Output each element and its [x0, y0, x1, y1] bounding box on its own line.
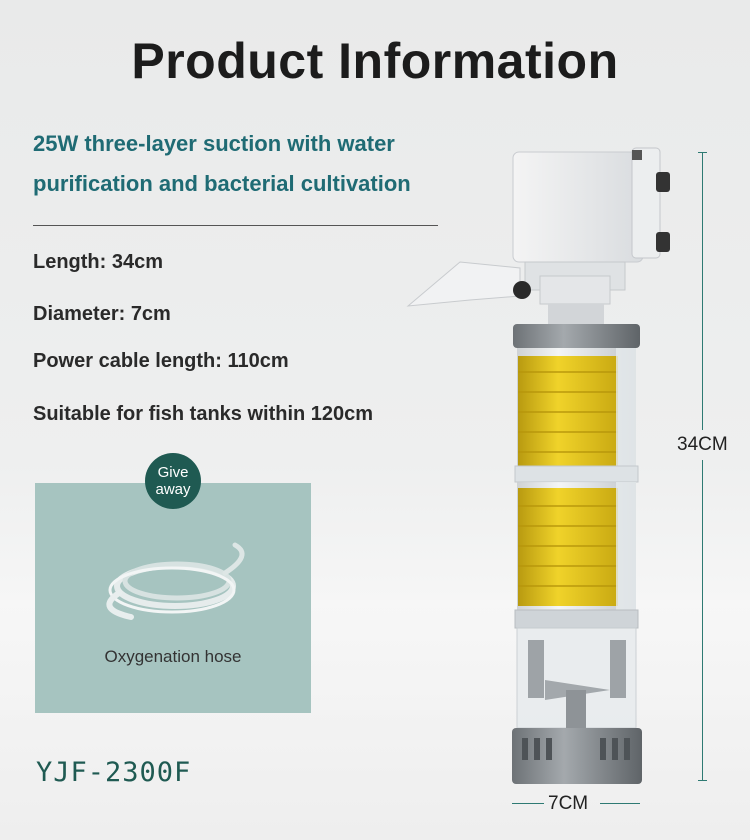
- height-dimension-line: [702, 152, 703, 780]
- diameter-dimension-line-left: [512, 803, 544, 804]
- spec-length: Length: 34cm: [33, 251, 164, 273]
- gift-panel: [35, 483, 311, 713]
- hose-image: [106, 542, 245, 620]
- spec-cable-length: Power cable length: 110cm: [33, 350, 289, 372]
- spec-tank-size: Suitable for fish tanks within 120cm: [33, 403, 374, 425]
- height-dimension-label: 34CM: [675, 430, 730, 460]
- page-title: Product Information: [131, 33, 619, 89]
- description-line-1: 25W three-layer suction with water: [33, 131, 395, 156]
- giveaway-badge: Give away: [145, 453, 201, 509]
- spec-diameter: Diameter: 7cm: [33, 303, 171, 325]
- height-dimension-tick-top: [698, 152, 707, 153]
- divider: [33, 225, 438, 226]
- product-description: 25W three-layer suction with water purif…: [33, 124, 453, 204]
- hose-label: Oxygenation hose: [104, 647, 242, 666]
- model-number: YJF-2300F: [36, 757, 192, 788]
- diameter-dimension-label: 7CM: [548, 793, 589, 814]
- badge-line-2: away: [155, 481, 191, 498]
- diameter-dimension-line-right: [600, 803, 640, 804]
- description-line-2: purification and bacterial cultivation: [33, 171, 411, 196]
- height-dimension-tick-bottom: [698, 780, 707, 781]
- badge-line-1: Give: [157, 464, 189, 481]
